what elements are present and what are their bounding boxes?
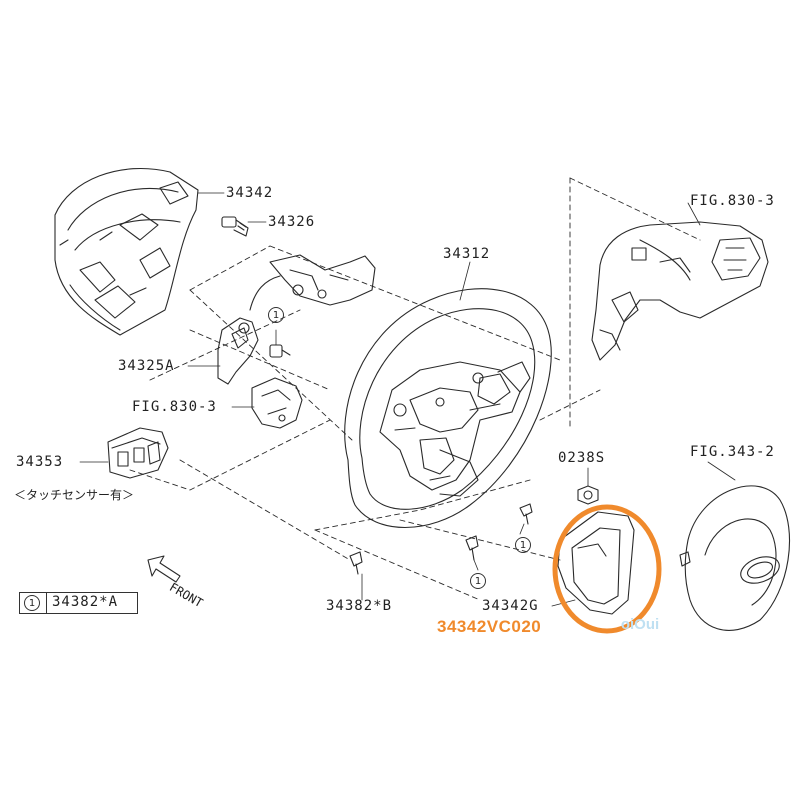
label-fig-830-3-top: FIG.830-3 xyxy=(690,193,775,209)
legend-callout-number: 1 xyxy=(24,595,40,611)
steering-wheel-34312 xyxy=(344,288,552,529)
label-34342: 34342 xyxy=(226,185,274,201)
dashed-guide-lines xyxy=(129,177,701,601)
small-screws xyxy=(349,503,533,575)
switch-830-3-left xyxy=(251,377,303,429)
label-fig-343-2: FIG.343-2 xyxy=(690,444,775,460)
bolt-part xyxy=(269,344,291,358)
rear-cover-part xyxy=(54,168,199,336)
legend-box xyxy=(19,592,138,614)
front-arrow-icon xyxy=(147,555,181,583)
label-34342g: 34342G xyxy=(482,598,539,614)
paddle-switch-assembly xyxy=(249,254,376,311)
highlight-ring xyxy=(552,504,662,634)
lower-cover-34342g xyxy=(557,511,635,615)
paddle-34325a xyxy=(217,317,259,385)
switch-830-3-right xyxy=(591,221,769,361)
callout-1-right: 1 xyxy=(515,537,531,553)
label-34326: 34326 xyxy=(268,214,316,230)
leader-lines xyxy=(79,192,736,607)
legend-part-number: 34382*A xyxy=(52,594,119,610)
airbag-module xyxy=(679,485,791,631)
label-fig-830-3-mid: FIG.830-3 xyxy=(132,399,217,415)
label-34325a: 34325A xyxy=(118,358,175,374)
nut-0238s xyxy=(577,485,599,505)
legend-separator xyxy=(46,592,48,614)
label-0238s: 0238S xyxy=(558,450,606,466)
callout-1-bottom: 1 xyxy=(470,573,486,589)
label-34312: 34312 xyxy=(443,246,491,262)
label-34353: 34353 xyxy=(16,454,64,470)
touch-sensor-34353 xyxy=(107,427,169,479)
label-touch-sensor: ＜タッチセンサー有＞ xyxy=(14,488,135,502)
label-highlight-part-number: 34342VC020 xyxy=(437,617,542,636)
label-34382b: 34382*B xyxy=(326,598,393,614)
callout-1-top: 1 xyxy=(268,307,284,323)
watermark-logo: oiOui xyxy=(620,615,660,633)
screw-34326 xyxy=(221,216,249,237)
